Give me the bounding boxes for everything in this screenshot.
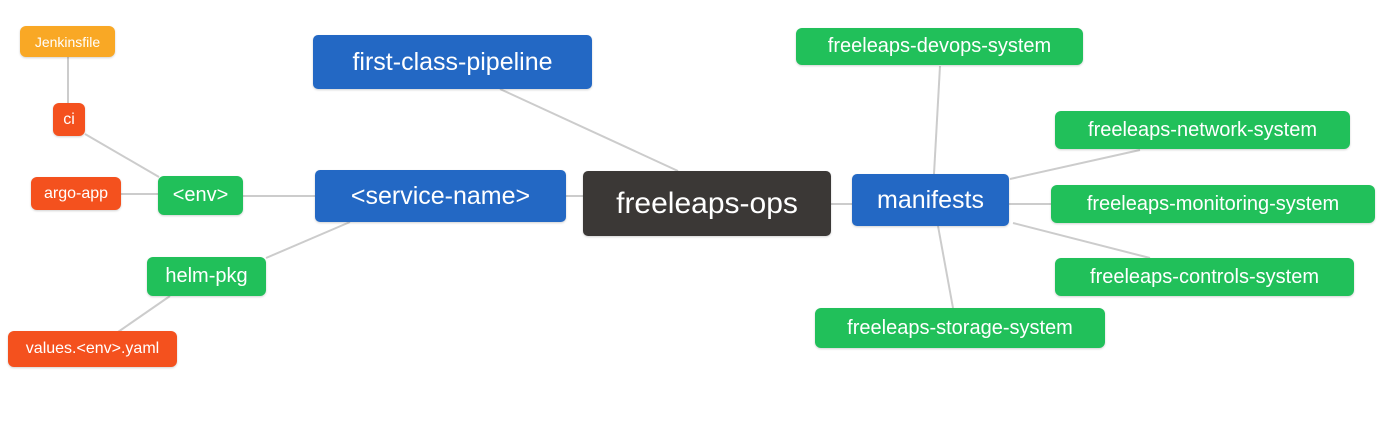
edge-manifests-to-controls-system <box>1012 222 1151 259</box>
node-env[interactable]: <env> <box>158 176 243 215</box>
node-freeleaps-ops[interactable]: freeleaps-ops <box>583 171 831 236</box>
node-monitoring-system[interactable]: freeleaps-monitoring-system <box>1051 185 1375 223</box>
edge-manifests-to-storage-system <box>937 225 954 309</box>
node-service-name[interactable]: <service-name> <box>315 170 566 222</box>
node-network-system[interactable]: freeleaps-network-system <box>1055 111 1350 149</box>
node-storage-system[interactable]: freeleaps-storage-system <box>815 308 1105 348</box>
edge-manifests-to-devops-system <box>933 65 941 175</box>
edge-service-name-to-helm-pkg <box>265 221 351 259</box>
node-helm-pkg[interactable]: helm-pkg <box>147 257 266 296</box>
edge-first-class-pipeline-to-freeleaps-ops <box>499 88 679 172</box>
node-ci[interactable]: ci <box>53 103 85 136</box>
node-jenkinsfile[interactable]: Jenkinsfile <box>20 26 115 57</box>
node-controls-system[interactable]: freeleaps-controls-system <box>1055 258 1354 296</box>
edge-manifests-to-network-system <box>1009 149 1141 180</box>
edge-ci-to-env <box>84 133 160 178</box>
node-manifests[interactable]: manifests <box>852 174 1009 226</box>
node-first-class-pipeline[interactable]: first-class-pipeline <box>313 35 592 89</box>
node-argo-app[interactable]: argo-app <box>31 177 121 210</box>
edge-helm-pkg-to-values-env-yaml <box>117 295 171 333</box>
node-devops-system[interactable]: freeleaps-devops-system <box>796 28 1083 65</box>
node-values-env-yaml[interactable]: values.<env>.yaml <box>8 331 177 367</box>
